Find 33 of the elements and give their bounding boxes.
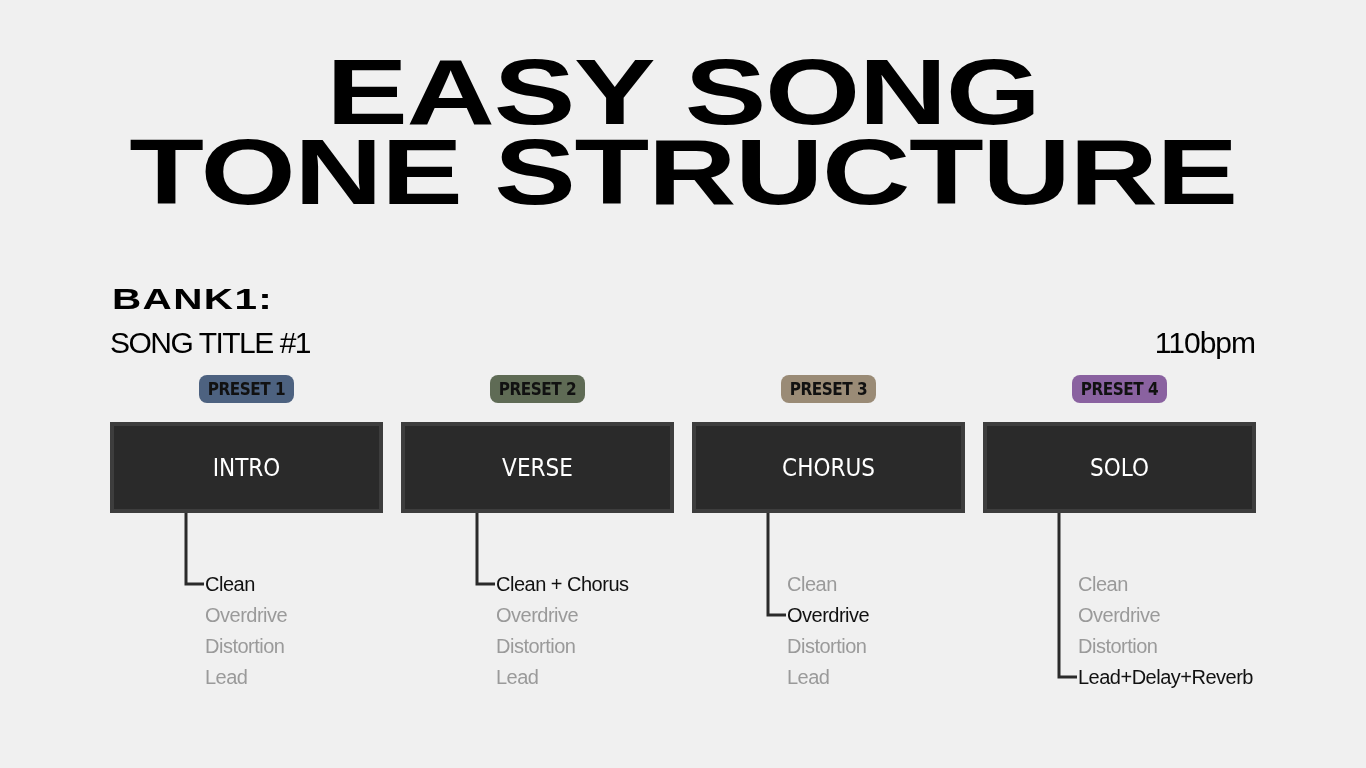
tone-option: Lead+Delay+Reverb bbox=[1078, 665, 1253, 689]
tone-option: Overdrive bbox=[205, 603, 288, 627]
section-box: CHORUS bbox=[692, 422, 965, 513]
preset-badge: PRESET 1 bbox=[199, 375, 294, 403]
connector-line bbox=[1057, 513, 1077, 679]
tone-option: Clean bbox=[787, 572, 837, 596]
tone-option: Lead bbox=[787, 665, 830, 689]
connector-line bbox=[184, 513, 204, 586]
section-box: SOLO bbox=[983, 422, 1256, 513]
title: EASY SONG bbox=[326, 52, 1040, 132]
tone-option: Lead bbox=[496, 665, 539, 689]
connector-line bbox=[766, 513, 786, 617]
tone-option: Overdrive bbox=[1078, 603, 1161, 627]
connector-line bbox=[475, 513, 495, 586]
tone-option: Overdrive bbox=[787, 603, 870, 627]
title: TONE STRUCTURE bbox=[128, 132, 1238, 212]
tone-option: Clean bbox=[205, 572, 255, 596]
preset-badge: PRESET 2 bbox=[490, 375, 585, 403]
tone-option: Distortion bbox=[205, 634, 285, 658]
tone-option: Distortion bbox=[1078, 634, 1158, 658]
song-title: SONG TITLE #1 bbox=[110, 326, 311, 360]
tone-option: Distortion bbox=[496, 634, 576, 658]
preset-badge: PRESET 3 bbox=[781, 375, 876, 403]
tone-option: Clean + Chorus bbox=[496, 572, 629, 596]
section-box: INTRO bbox=[110, 422, 383, 513]
preset-badge: PRESET 4 bbox=[1072, 375, 1167, 403]
tone-option: Lead bbox=[205, 665, 248, 689]
bank-heading: BANK1: bbox=[112, 282, 274, 316]
tempo-label: 110bpm bbox=[1154, 326, 1255, 360]
tone-option: Overdrive bbox=[496, 603, 579, 627]
tone-option: Distortion bbox=[787, 634, 867, 658]
section-box: VERSE bbox=[401, 422, 674, 513]
tone-option: Clean bbox=[1078, 572, 1128, 596]
